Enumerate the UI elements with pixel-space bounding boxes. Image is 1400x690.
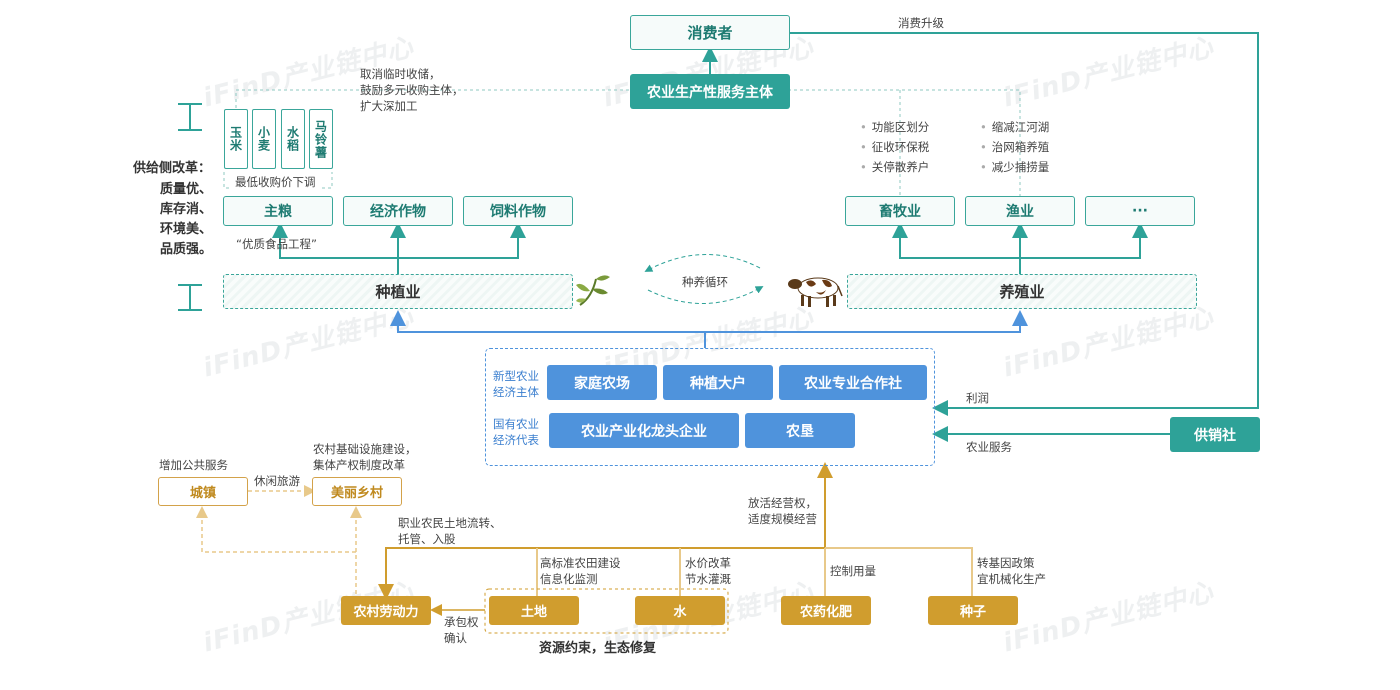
livestock-notes: 功能区划分 征收环保税 关停散养户	[860, 117, 930, 177]
water-note: 水价改革 节水灌溉	[685, 556, 731, 586]
fishery-node: 渔业	[965, 196, 1075, 226]
town-note: 增加公共服务	[159, 458, 228, 472]
village-note: 农村基础设施建设， 集体产权制度改革	[313, 442, 417, 472]
crop-rice: 水稻	[281, 109, 305, 169]
cow-icon	[788, 277, 843, 307]
note-item: 减少捕捞量	[980, 157, 1050, 177]
supply-coop-node: 供销社	[1170, 417, 1260, 452]
village-node: 美丽乡村	[312, 477, 402, 506]
plant-icon	[576, 275, 610, 306]
breeding-node: 养殖业	[847, 274, 1197, 309]
staple-grain-node: 主粮	[223, 196, 333, 226]
land-note: 高标准农田建设 信息化监测	[540, 556, 621, 586]
note-item: 功能区划分	[860, 117, 930, 137]
service-note: 取消临时收储， 鼓励多元收购主体， 扩大深加工	[360, 67, 464, 113]
water-node: 水	[635, 596, 725, 625]
resource-note: 资源约束，生态修复	[539, 641, 657, 656]
consumption-upgrade-label: 消费升级	[898, 16, 944, 30]
pesticide-note: 控制用量	[830, 564, 876, 578]
new-entities-label: 新型农业 经济主体	[493, 369, 539, 399]
quality-project-note: “优质食品工程”	[236, 237, 317, 251]
cash-crop-node: 经济作物	[343, 196, 453, 226]
planting-node: 种植业	[223, 274, 573, 309]
note-item: 治网箱养殖	[980, 137, 1050, 157]
contract-note: 承包权 确认	[444, 615, 479, 645]
note-item: 缩减江河湖	[980, 117, 1050, 137]
operate-note: 放活经营权， 适度规模经营	[748, 496, 817, 526]
state-label: 国有农业 经济代表	[493, 417, 539, 447]
cooperative-node: 农业专业合作社	[779, 365, 927, 400]
profit-label: 利润	[966, 391, 989, 405]
cycle-label: 种养循环	[682, 275, 728, 289]
agri-service-label: 农业服务	[966, 440, 1012, 454]
large-grower-node: 种植大户	[663, 365, 773, 400]
reform-line: 库存消、	[160, 202, 213, 217]
min-price-note: 最低收购价下调	[232, 174, 319, 190]
land-transfer-note: 职业农民土地流转、 托管、入股	[398, 516, 502, 546]
town-node: 城镇	[158, 477, 248, 506]
fishery-notes: 缩减江河湖 治网箱养殖 减少捕捞量	[980, 117, 1050, 177]
service-entity-node: 农业生产性服务主体	[630, 74, 790, 109]
reform-line: 质量优、	[160, 182, 213, 197]
crop-potato: 马铃薯	[309, 109, 333, 169]
seed-node: 种子	[928, 596, 1018, 625]
land-node: 土地	[489, 596, 579, 625]
entities-container	[485, 348, 935, 466]
family-farm-node: 家庭农场	[547, 365, 657, 400]
more-node: ···	[1085, 196, 1195, 226]
reform-lines: 质量优、 库存消、 环境美、 品质强。	[160, 180, 212, 260]
reform-line: 品质强。	[160, 242, 213, 257]
reform-title: 供给侧改革：	[133, 161, 212, 176]
reform-line: 环境美、	[160, 222, 213, 237]
seed-note: 转基因政策 宜机械化生产	[977, 556, 1046, 586]
crop-wheat: 小麦	[252, 109, 276, 169]
note-item: 征收环保税	[860, 137, 930, 157]
consumer-node: 消费者	[630, 15, 790, 50]
leisure-label: 休闲旅游	[254, 474, 300, 488]
livestock-node: 畜牧业	[845, 196, 955, 226]
crop-corn: 玉米	[224, 109, 248, 169]
pesticide-node: 农药化肥	[781, 596, 871, 625]
leading-enterprise-node: 农业产业化龙头企业	[549, 413, 739, 448]
note-item: 关停散养户	[860, 157, 930, 177]
state-farm-node: 农垦	[745, 413, 855, 448]
feed-crop-node: 饲料作物	[463, 196, 573, 226]
rural-labor-node: 农村劳动力	[341, 596, 431, 625]
